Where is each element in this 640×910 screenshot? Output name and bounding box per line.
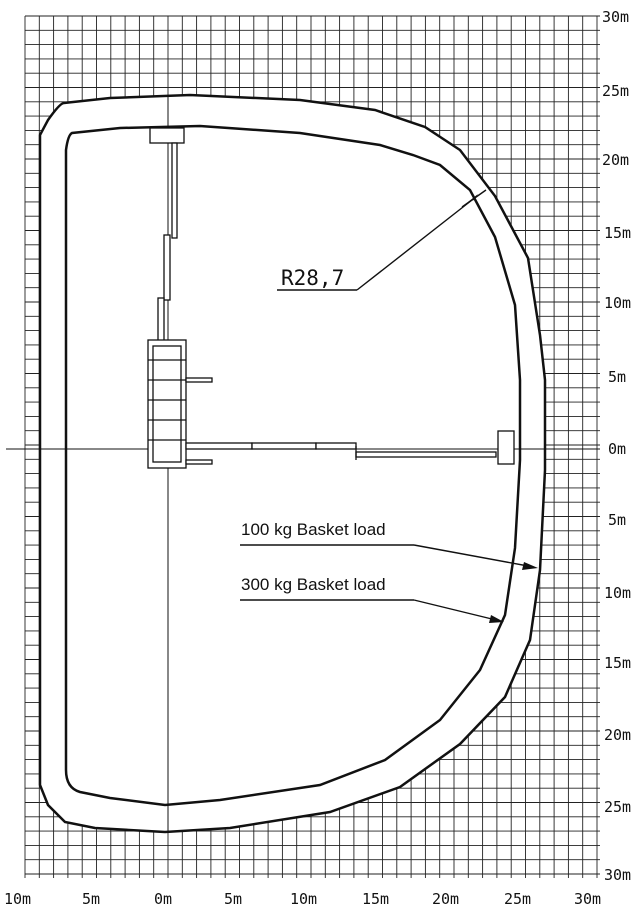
bottom-axis-label: 10m: [290, 890, 317, 908]
inner-envelope: [64, 124, 522, 807]
radius-arrow-head: [468, 194, 478, 202]
right-axis-label: 25m: [602, 82, 629, 100]
bottom-axis: 10m 5m 0m 5m 10m 15m 20m 25m 30m: [4, 890, 601, 908]
bottom-axis-label: 30m: [574, 890, 601, 908]
right-axis: 30m 25m 20m 15m 10m 5m 0m 5m 10m 15m 20m…: [602, 8, 631, 884]
right-axis-label: 0m: [608, 440, 626, 458]
top-basket: [149, 127, 185, 144]
radius-leader: [356, 199, 473, 291]
right-axis-label: 5m: [608, 368, 626, 386]
callout-300-arrow: [489, 615, 504, 623]
right-axis-label: 10m: [604, 584, 631, 602]
chassis: [147, 339, 213, 469]
bottom-axis-label: 15m: [362, 890, 389, 908]
radius-label: R28,7: [281, 266, 344, 290]
right-axis-label: 30m: [604, 866, 631, 884]
callout-300-leader: [413, 599, 497, 621]
bottom-axis-label: 0m: [154, 890, 172, 908]
bottom-axis-label: 5m: [224, 890, 242, 908]
horizontal-boom: [185, 430, 515, 465]
callout-100-bg: [238, 517, 418, 541]
side-basket: [497, 430, 515, 465]
right-axis-label: 10m: [604, 294, 631, 312]
right-axis-label: 25m: [604, 798, 631, 816]
callout-100-arrow: [522, 562, 538, 570]
right-axis-label: 30m: [602, 8, 629, 26]
right-axis-label: 15m: [604, 224, 631, 242]
vertical-boom: [149, 127, 185, 344]
right-axis-label: 5m: [608, 511, 626, 529]
radius-label-bg: [278, 262, 356, 288]
callout-300-bg: [238, 572, 418, 596]
callout-300-label: 300 kg Basket load: [241, 575, 386, 594]
bottom-axis-label: 10m: [4, 890, 31, 908]
bottom-axis-label: 20m: [432, 890, 459, 908]
right-axis-label: 20m: [602, 151, 629, 169]
right-axis-label: 15m: [604, 654, 631, 672]
callout-100-leader: [413, 544, 529, 567]
bottom-axis-label: 5m: [82, 890, 100, 908]
bottom-axis-label: 25m: [504, 890, 531, 908]
callout-100-label: 100 kg Basket load: [241, 520, 386, 539]
right-axis-label: 20m: [604, 726, 631, 744]
